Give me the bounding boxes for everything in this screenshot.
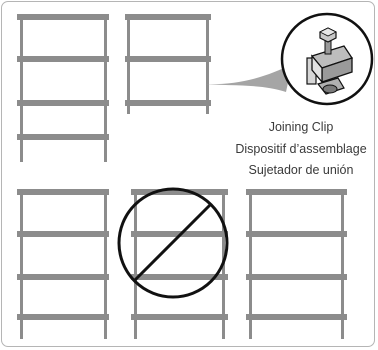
shelving-unit-bottom-middle bbox=[131, 189, 228, 339]
shelving-unit-top-left bbox=[17, 14, 109, 162]
label-spanish: Sujetador de unión bbox=[248, 163, 354, 177]
diagram-border bbox=[1, 1, 375, 347]
callout-pointer bbox=[200, 64, 292, 92]
joining-clip-icon bbox=[280, 12, 374, 106]
label-french: Dispositif d’assemblage bbox=[235, 142, 367, 156]
shelving-unit-top-middle bbox=[125, 14, 211, 114]
no-symbol-icon bbox=[117, 187, 229, 299]
shelving-unit-bottom-left bbox=[17, 189, 109, 339]
shelving-unit-bottom-right bbox=[246, 189, 347, 339]
label-english: Joining Clip bbox=[268, 120, 334, 134]
